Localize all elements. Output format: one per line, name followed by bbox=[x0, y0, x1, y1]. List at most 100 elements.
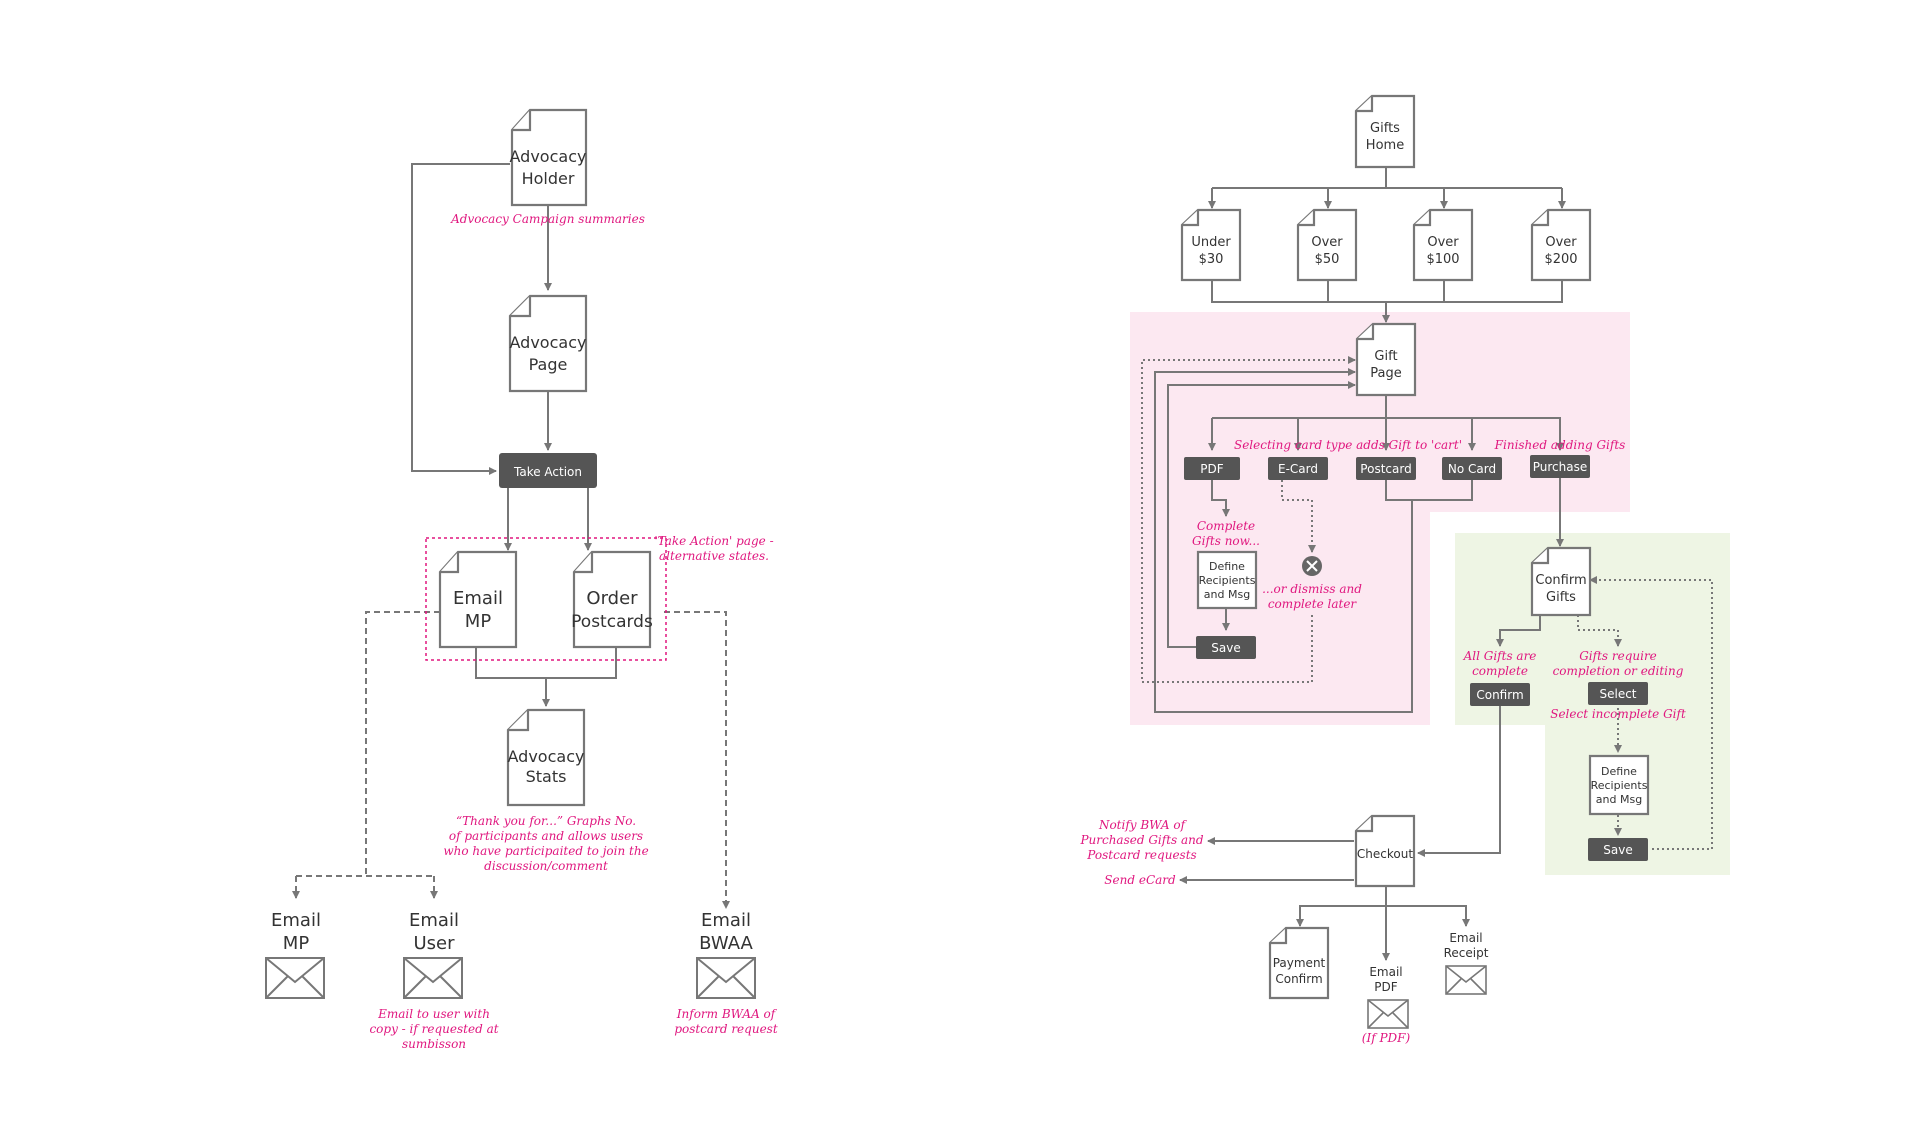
email-mp-doc[interactable]: Email MP bbox=[438, 550, 518, 649]
annotation-thankyou-1: “Thank you for...” Graphs No. bbox=[456, 814, 636, 828]
annotation-alt-states-2: alternative states. bbox=[659, 549, 769, 563]
annotation-notify-2: Purchased Gifts and bbox=[1079, 833, 1203, 847]
annotation-require-1: Gifts require bbox=[1579, 649, 1657, 663]
save-button-1[interactable]: Save bbox=[1196, 636, 1256, 659]
pink-zone bbox=[1130, 312, 1630, 725]
annotation-email-user-3: sumbisson bbox=[402, 1037, 466, 1051]
under-30-label-1: Under bbox=[1191, 235, 1231, 250]
email-mp-envelope-icon bbox=[265, 957, 325, 999]
annotation-complete-now-2: Gifts now... bbox=[1192, 534, 1260, 548]
select-button-label: Select bbox=[1599, 687, 1636, 701]
save-button-2[interactable]: Save bbox=[1588, 838, 1648, 861]
annotation-inform-1: Inform BWAA of bbox=[676, 1007, 778, 1021]
annotation-finished: Finished adding Gifts bbox=[1494, 438, 1626, 452]
annotation-require-2: completion or editing bbox=[1553, 664, 1684, 678]
email-bwaa-label-2: BWAA bbox=[699, 933, 753, 954]
email-bwaa-envelope-icon bbox=[696, 957, 756, 999]
define1-label-2: Recipients bbox=[1199, 574, 1256, 587]
ecard-button-label: E-Card bbox=[1278, 462, 1318, 476]
payment-confirm-doc[interactable]: Payment Confirm bbox=[1268, 926, 1330, 1000]
purchase-button[interactable]: Purchase bbox=[1530, 455, 1590, 478]
annotation-complete-now-1: Complete bbox=[1197, 519, 1255, 533]
define-recipients-doc-1[interactable]: Define Recipients and Msg bbox=[1196, 550, 1258, 610]
email-bwaa-label-1: Email bbox=[701, 910, 751, 931]
confirm-button[interactable]: Confirm bbox=[1470, 683, 1530, 706]
take-action-button[interactable]: Take Action bbox=[499, 453, 597, 488]
over-50-doc[interactable]: Over $50 bbox=[1296, 208, 1358, 282]
no-card-button[interactable]: No Card bbox=[1442, 457, 1502, 480]
over-200-doc[interactable]: Over $200 bbox=[1530, 208, 1592, 282]
take-action-label: Take Action bbox=[513, 465, 582, 479]
under-30-doc[interactable]: Under $30 bbox=[1180, 208, 1242, 282]
gifts-home-doc[interactable]: Gifts Home bbox=[1354, 94, 1416, 169]
annotation-thankyou-2: of participants and allows users bbox=[449, 829, 643, 843]
confirm-gifts-label-2: Gifts bbox=[1546, 590, 1576, 605]
gift-page-label-1: Gift bbox=[1374, 349, 1397, 364]
annotation-dismiss-2: complete later bbox=[1268, 597, 1358, 611]
order-postcards-label-1: Order bbox=[586, 588, 638, 609]
over-100-label-2: $100 bbox=[1426, 252, 1459, 267]
email-receipt-envelope-icon bbox=[1445, 965, 1487, 995]
gift-page-doc[interactable]: Gift Page bbox=[1355, 322, 1417, 397]
annotation-campaign-summaries: Advocacy Campaign summaries bbox=[450, 212, 645, 226]
pdf-button[interactable]: PDF bbox=[1184, 457, 1240, 480]
email-receipt-label-1: Email bbox=[1449, 931, 1482, 945]
advocacy-holder-doc[interactable]: Advocacy Holder bbox=[510, 108, 588, 207]
pdf-button-label: PDF bbox=[1200, 462, 1223, 476]
annotation-inform-2: postcard request bbox=[674, 1022, 778, 1036]
annotation-alt-states-1: 'Take Action' page - bbox=[654, 534, 773, 548]
define2-label-2: Recipients bbox=[1591, 779, 1648, 792]
purchase-button-label: Purchase bbox=[1533, 460, 1588, 474]
annotation-if-pdf: (If PDF) bbox=[1362, 1031, 1411, 1045]
ecard-button[interactable]: E-Card bbox=[1268, 457, 1328, 480]
email-mp-doc-label-1: Email bbox=[453, 588, 503, 609]
confirm-gifts-label-1: Confirm bbox=[1535, 573, 1586, 588]
email-user-label-1: Email bbox=[409, 910, 459, 931]
save-button-2-label: Save bbox=[1603, 843, 1632, 857]
annotation-email-user-1: Email to user with bbox=[377, 1007, 490, 1021]
email-mp-doc-label-2: MP bbox=[465, 611, 492, 632]
over-200-label-2: $200 bbox=[1544, 252, 1577, 267]
over-200-label-1: Over bbox=[1545, 235, 1577, 250]
advocacy-page-doc[interactable]: Advocacy Page bbox=[508, 294, 588, 393]
checkout-doc[interactable]: Checkout bbox=[1354, 814, 1416, 888]
email-mp-label-2: MP bbox=[283, 933, 310, 954]
email-pdf-label-2: PDF bbox=[1374, 980, 1397, 994]
checkout-label: Checkout bbox=[1357, 847, 1413, 861]
save-button-1-label: Save bbox=[1211, 641, 1240, 655]
annotation-email-user-2: copy - if requested at bbox=[369, 1022, 498, 1036]
annotation-notify-1: Notify BWA of bbox=[1098, 818, 1188, 832]
email-pdf-label-1: Email bbox=[1369, 965, 1402, 979]
annotation-send-ecard: Send eCard bbox=[1104, 873, 1176, 887]
define-recipients-doc-2[interactable]: Define Recipients and Msg bbox=[1588, 754, 1650, 816]
gift-page-label-2: Page bbox=[1370, 366, 1401, 381]
confirm-button-label: Confirm bbox=[1476, 688, 1523, 702]
advocacy-holder-label-2: Holder bbox=[522, 169, 575, 188]
email-user-envelope-icon bbox=[403, 957, 463, 999]
annotation-all-complete-2: complete bbox=[1472, 664, 1528, 678]
annotation-thankyou-4: discussion/comment bbox=[484, 859, 608, 873]
define1-label-1: Define bbox=[1209, 560, 1245, 573]
over-50-label-2: $50 bbox=[1315, 252, 1340, 267]
gifts-home-label-1: Gifts bbox=[1370, 121, 1400, 136]
advocacy-stats-label-2: Stats bbox=[526, 767, 567, 786]
take-action-alt-states-box bbox=[425, 537, 667, 661]
select-button[interactable]: Select bbox=[1588, 682, 1648, 705]
annotation-thankyou-3: who have participaited to join the bbox=[443, 844, 648, 858]
order-postcards-doc[interactable]: Order Postcards bbox=[571, 550, 653, 649]
dismiss-icon[interactable] bbox=[1302, 556, 1322, 576]
over-100-doc[interactable]: Over $100 bbox=[1412, 208, 1474, 282]
advocacy-stats-label-1: Advocacy bbox=[508, 747, 585, 766]
define2-label-1: Define bbox=[1601, 765, 1637, 778]
payment-confirm-label-2: Confirm bbox=[1275, 972, 1322, 986]
define2-label-3: and Msg bbox=[1596, 793, 1642, 806]
postcard-button[interactable]: Postcard bbox=[1356, 457, 1416, 480]
email-receipt-label-2: Receipt bbox=[1444, 946, 1489, 960]
annotation-dismiss-1: ...or dismiss and bbox=[1262, 582, 1362, 596]
under-30-label-2: $30 bbox=[1199, 252, 1224, 267]
annotation-all-complete-1: All Gifts are bbox=[1463, 649, 1537, 663]
annotation-notify-3: Postcard requests bbox=[1086, 848, 1196, 862]
advocacy-stats-doc[interactable]: Advocacy Stats bbox=[506, 708, 586, 807]
confirm-gifts-doc[interactable]: Confirm Gifts bbox=[1530, 546, 1592, 617]
